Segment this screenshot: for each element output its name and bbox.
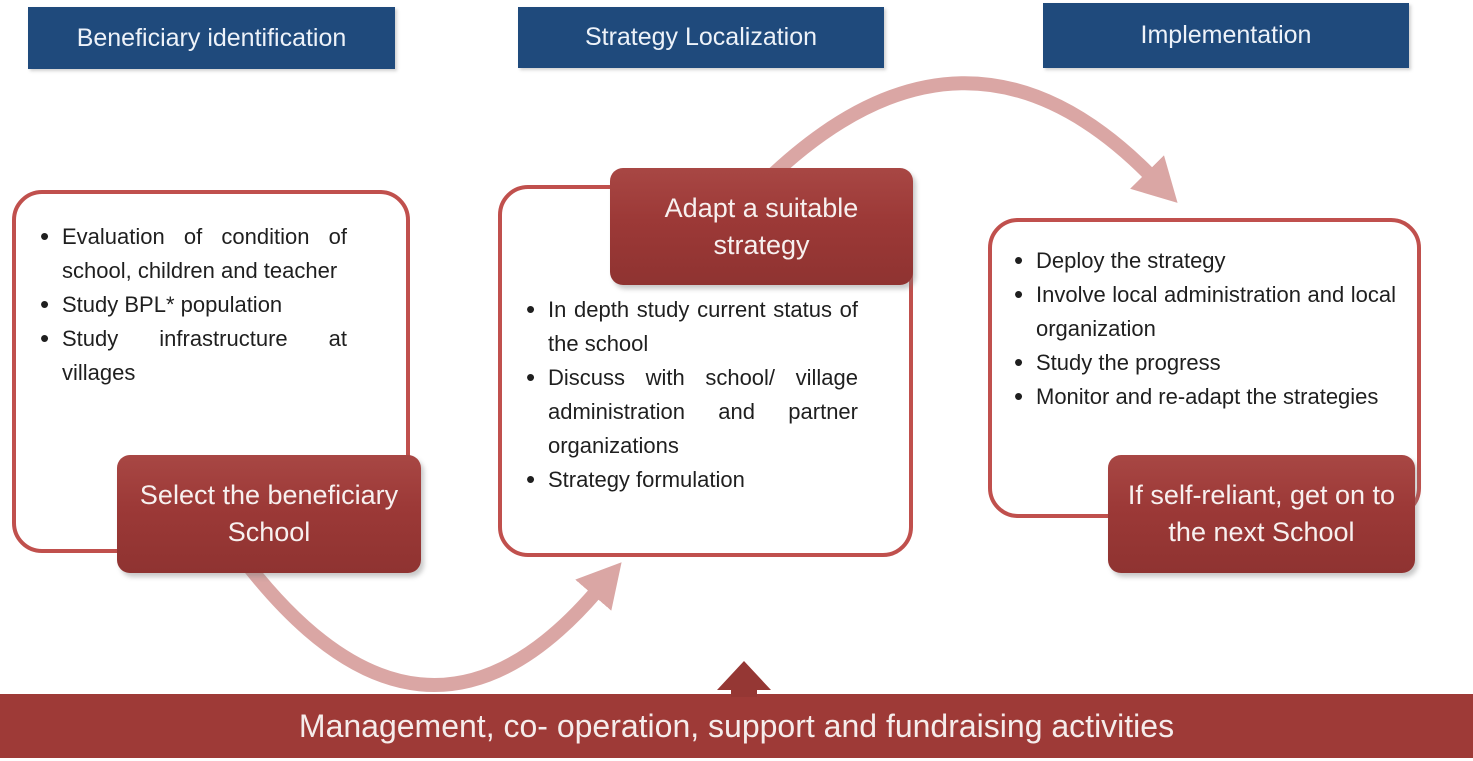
phase-header-label: Implementation xyxy=(1140,21,1312,49)
list-item: Study BPL* population xyxy=(40,287,347,322)
callout-select-beneficiary-school: Select the beneficiary School xyxy=(117,455,421,573)
list-item: In depth study current status of the sch… xyxy=(526,292,858,361)
bullet-list: Evaluation of condition of school, child… xyxy=(16,194,347,390)
callout-label: If self-reliant, get on to the next Scho… xyxy=(1127,480,1396,547)
callout-self-reliant-next-school: If self-reliant, get on to the next Scho… xyxy=(1108,455,1415,573)
beneficiary-identification-box: Evaluation of condition of school, child… xyxy=(12,190,410,553)
callout-label: Adapt a suitable strategy xyxy=(664,192,859,260)
callout-adapt-suitable-strategy: Adapt a suitable strategy xyxy=(610,168,913,285)
phase-header-strategy-localization: Strategy Localization xyxy=(518,7,884,68)
banner-label: Management, co- operation, support and f… xyxy=(298,707,1175,744)
list-item: Deploy the strategy xyxy=(1014,243,1396,278)
bullet-list: In depth study current status of the sch… xyxy=(502,189,858,497)
up-arrow-icon xyxy=(717,661,771,697)
phase-header-label: Strategy Localization xyxy=(584,23,818,51)
phase-header-beneficiary-identification: Beneficiary identification xyxy=(28,7,395,69)
phase-header-label: Beneficiary identification xyxy=(76,23,347,52)
list-item: Discuss with school/ village administrat… xyxy=(526,360,858,463)
bullet-list: Deploy the strategy Involve local admini… xyxy=(992,222,1396,414)
list-item: Strategy formulation xyxy=(526,462,858,497)
list-item: Evaluation of condition of school, child… xyxy=(40,219,347,288)
callout-label: Select the beneficiary School xyxy=(139,480,399,547)
phase-header-implementation: Implementation xyxy=(1043,3,1409,68)
curved-arrow-select-to-strategy-icon xyxy=(234,550,622,692)
list-item: Study infrastructure at villages xyxy=(40,321,347,390)
list-item: Monitor and re-adapt the strategies xyxy=(1014,379,1396,414)
list-item: Study the progress xyxy=(1014,345,1396,380)
management-banner: Management, co- operation, support and f… xyxy=(0,694,1473,758)
list-item: Involve local administration and local o… xyxy=(1014,277,1396,346)
